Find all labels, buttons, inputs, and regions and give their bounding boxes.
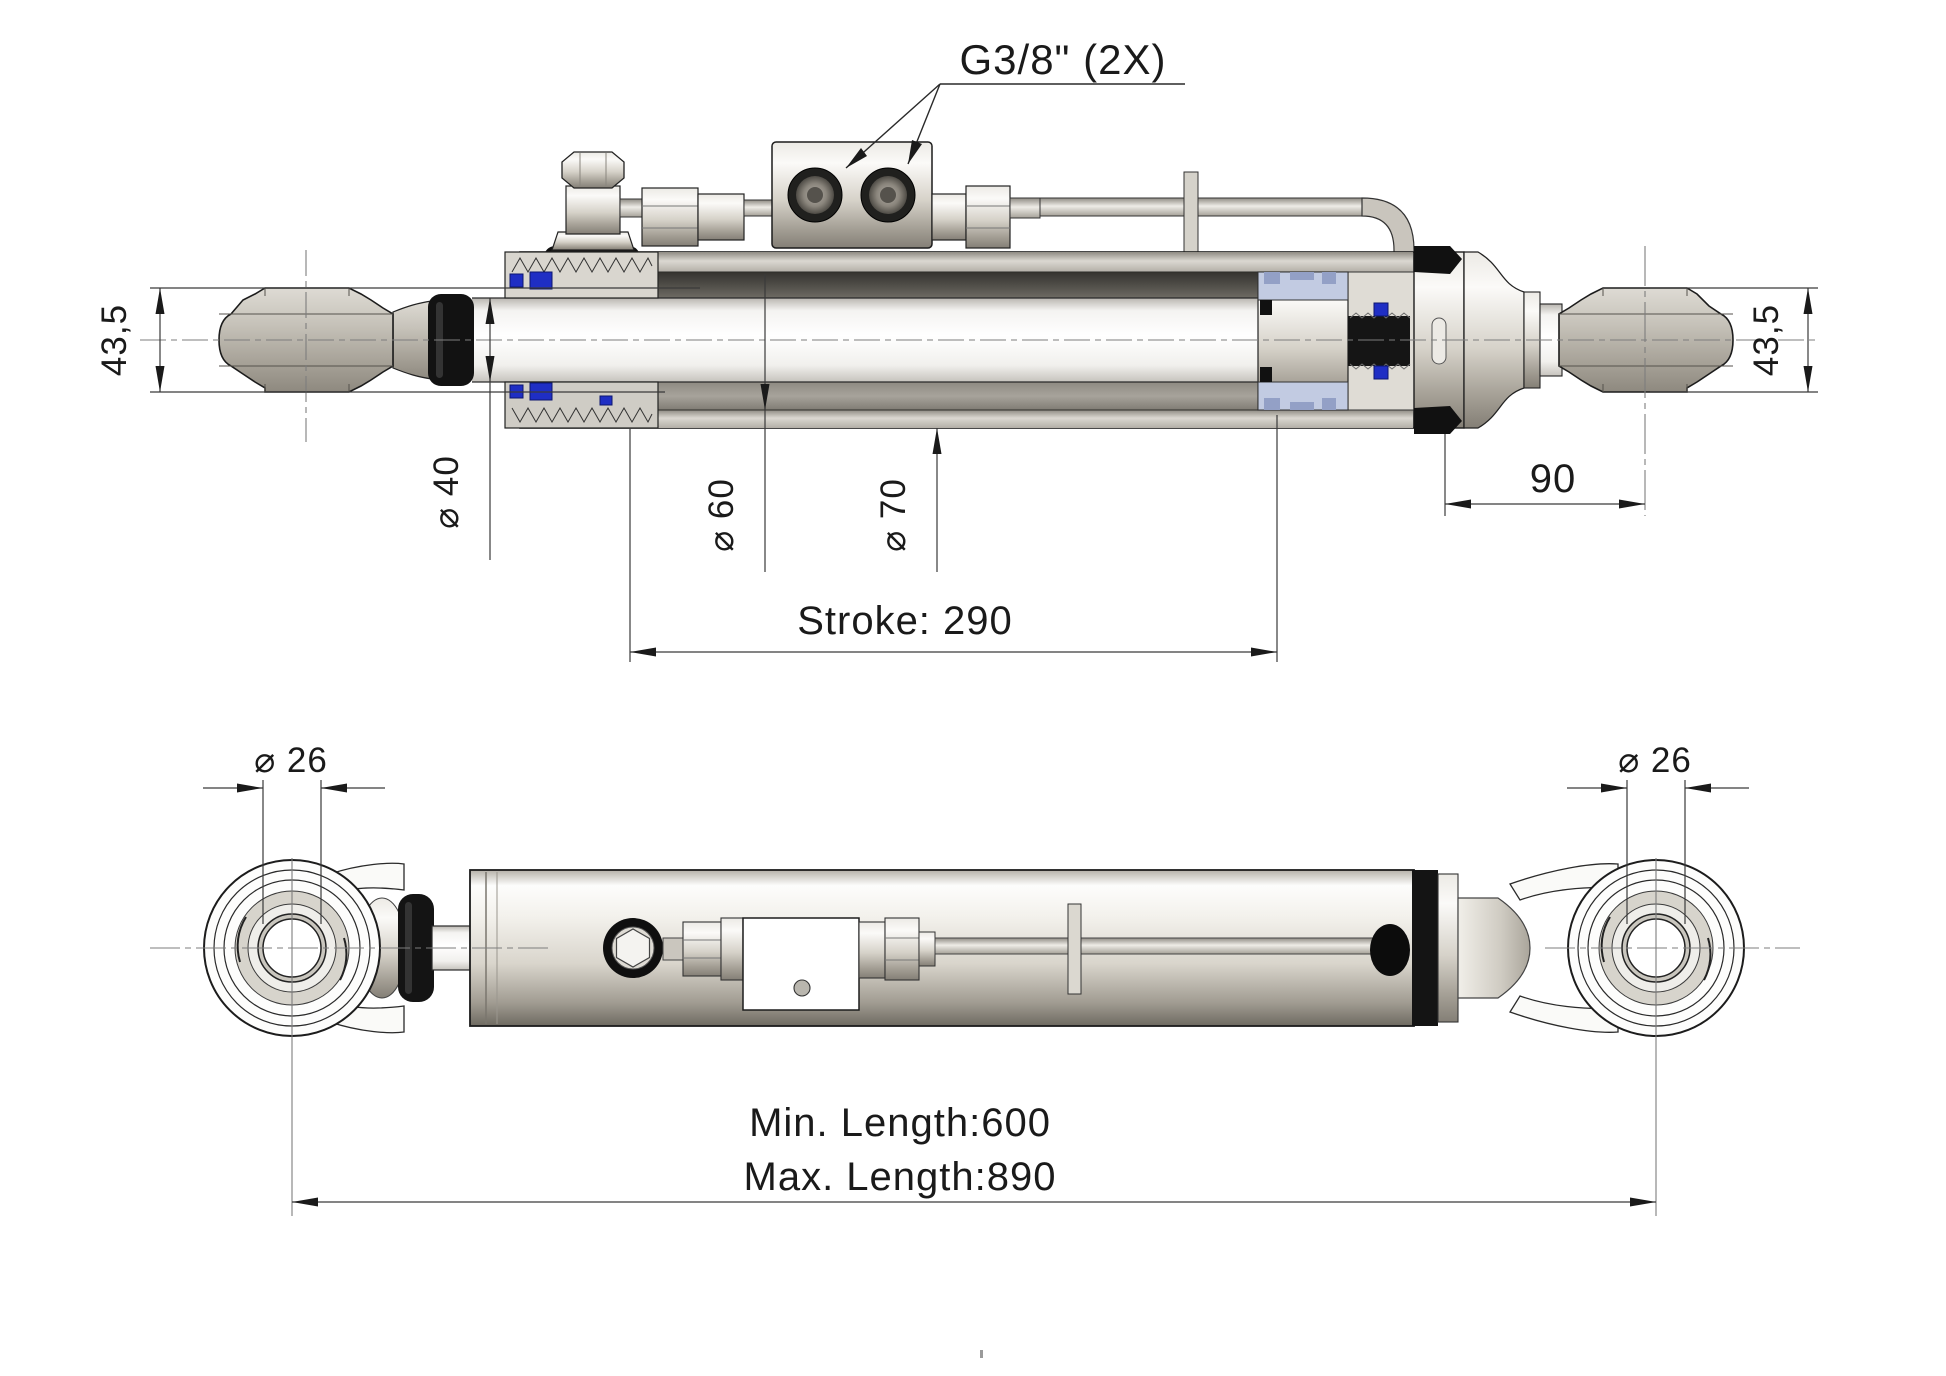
dim-text-barrel: ⌀ 70 <box>874 478 913 552</box>
piston-oring <box>1260 367 1272 382</box>
dim-overall-length: Min. Length:600 Max. Length:890 <box>292 1101 1656 1207</box>
gland-thread-top <box>511 256 653 274</box>
rubber-band-right <box>1412 870 1438 1026</box>
rod-gland <box>504 251 659 429</box>
port-callout-text: G3/8" (2X) <box>960 36 1167 83</box>
gland-thread-bottom <box>511 406 653 424</box>
fitting-hex <box>884 917 920 981</box>
port-callout: G3/8" (2X) <box>845 36 1185 169</box>
port-right-throat <box>880 187 896 203</box>
fitting-sleeve <box>918 931 936 967</box>
rod-seal-blue <box>509 273 524 288</box>
cylinder-body <box>469 869 1459 1027</box>
piston-seal-blue <box>1373 365 1389 380</box>
dim-ball-offset: 90 <box>1444 434 1645 516</box>
centerlines-bottom-view <box>150 858 1800 1216</box>
leader-arrow <box>908 140 922 164</box>
dim-text-rod: ⌀ 40 <box>427 455 466 529</box>
end-cap-ring <box>1437 873 1459 1023</box>
bottom-view-external: ⌀ 26 ⌀ 26 Min. Length:600 Max. Length:89… <box>150 741 1800 1216</box>
piston-oring <box>1260 300 1272 315</box>
dim-text-min-length: Min. Length:600 <box>749 1101 1051 1145</box>
barrel-wall-top <box>521 252 1413 272</box>
head-slot <box>1431 317 1447 365</box>
fitting-right <box>931 193 967 241</box>
compression-nut-left <box>641 187 699 247</box>
dim-barrel-diameter: ⌀ 70 <box>874 428 942 572</box>
fitting-left <box>697 193 745 241</box>
dim-text-eye-right: ⌀ 26 <box>1618 741 1692 780</box>
elbow-body <box>565 185 621 235</box>
dim-text-ball-offset: 90 <box>1530 457 1577 501</box>
dim-text-max-length: Max. Length:890 <box>744 1155 1057 1199</box>
port-manifold-assembly <box>544 141 1415 283</box>
dim-text-stroke: Stroke: 290 <box>797 599 1013 643</box>
dim-ball-right: 43,5 <box>1650 287 1818 393</box>
top-view-section: G3/8" (2X) 43,5 43,5 <box>95 36 1818 662</box>
tube-bracket-pin <box>1183 171 1199 257</box>
piston-seal-blue <box>1373 302 1389 317</box>
dim-text-ball-left: 43,5 <box>95 304 134 376</box>
elbow-outlet-pipe <box>619 198 645 218</box>
elbow-hex-cap <box>561 151 625 189</box>
dim-text-bore: ⌀ 60 <box>702 478 741 552</box>
elbow-flare <box>551 231 635 251</box>
dim-bore-diameter: ⌀ 60 <box>702 274 770 572</box>
fitting-nut <box>858 921 886 979</box>
dim-eye-left: ⌀ 26 <box>203 741 385 924</box>
bellows-bottom <box>1414 406 1462 434</box>
tube-grommet <box>1370 924 1410 976</box>
leader-arrow <box>846 148 867 168</box>
dim-rod-diameter: ⌀ 40 <box>427 298 495 560</box>
dim-text-ball-right: 43,5 <box>1747 304 1786 376</box>
piston-locknut <box>1348 316 1410 366</box>
fitting-union <box>720 917 744 981</box>
tube-sleeve <box>1009 197 1041 219</box>
port-left-throat <box>807 187 823 203</box>
steel-tube-bottom <box>934 937 1378 955</box>
port-hex-socket <box>615 928 651 968</box>
cylinder-head-right <box>1413 246 1563 434</box>
tube-clamp-pin <box>1067 903 1082 995</box>
rod-seal-blue <box>529 271 553 290</box>
dim-eye-right: ⌀ 26 <box>1567 741 1749 924</box>
stray-mark <box>980 1350 983 1358</box>
rod-seal-blue <box>599 395 613 406</box>
dim-ball-left: 43,5 <box>95 287 700 393</box>
gland-bottom <box>504 381 659 429</box>
hydraulic-tube <box>1039 197 1363 217</box>
bellows-top <box>1414 246 1462 274</box>
dim-stroke: Stroke: 290 <box>629 415 1278 662</box>
fitting-stem <box>662 937 684 961</box>
end-dome <box>1457 897 1531 999</box>
piston <box>1257 271 1415 411</box>
dim-text-eye-left: ⌀ 26 <box>254 741 328 780</box>
manifold-screw-hole <box>793 979 811 997</box>
centerlines-top-view <box>140 246 1815 516</box>
barrel-wall-bottom <box>521 410 1413 428</box>
fitting-nut <box>682 921 722 977</box>
compression-nut-right <box>965 185 1011 249</box>
gland-top <box>504 251 659 299</box>
pipe-left <box>743 199 773 217</box>
